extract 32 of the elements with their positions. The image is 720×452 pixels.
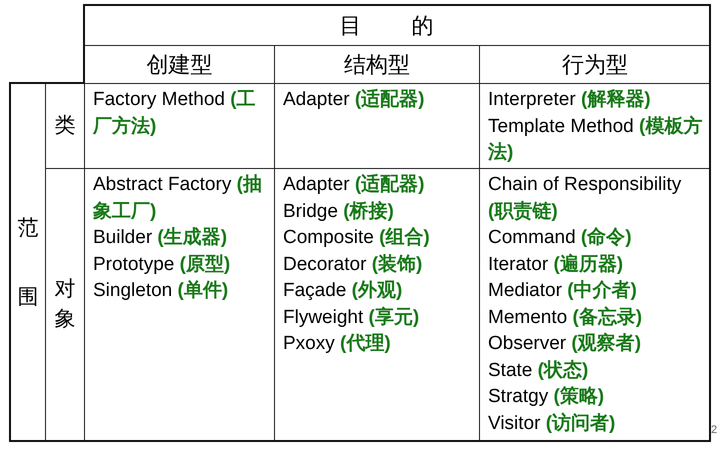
column-header: 目 的 <box>339 12 456 40</box>
pattern-name: Iterator (遍历器) <box>488 252 624 276</box>
pattern-name: State (状态) <box>488 358 588 382</box>
pattern-name: Builder (生成器) <box>93 226 228 250</box>
column-header: 创建型 <box>146 50 212 78</box>
pattern-name: Factory Method (工厂方法) <box>93 88 257 138</box>
pattern-name: Pxoxy (代理) <box>283 332 391 356</box>
pattern-name: Abstract Factory (抽象工厂) <box>93 173 263 224</box>
pattern-name: Template Method (模板方法) <box>488 114 704 165</box>
pattern-name: Adapter (适配器) <box>283 172 424 197</box>
column-header: 结构型 <box>344 50 410 78</box>
pattern-name: Memento (备忘录) <box>488 305 642 330</box>
pattern-name: Flyweight (享元) <box>283 306 420 330</box>
pattern-name: Singleton (单件) <box>93 279 228 303</box>
row-header: 对象 <box>54 276 76 333</box>
pattern-name: Stratgy (策略) <box>488 385 604 409</box>
pattern-name: Command (命令) <box>488 226 632 250</box>
pattern-name: Decorator (装饰) <box>283 252 422 276</box>
row-header: 范围 <box>18 215 38 310</box>
pattern-name: Composite (组合) <box>283 226 430 250</box>
pattern-name: Interpreter (解释器) <box>488 88 651 112</box>
pattern-name: Adapter (适配器) <box>283 88 424 112</box>
pattern-name: Chain of Responsibility (职责链) <box>488 173 682 224</box>
row-header: 类 <box>54 112 76 139</box>
pattern-name: Prototype (原型) <box>93 252 230 276</box>
column-header: 行为型 <box>562 50 628 78</box>
pattern-name: Observer (观察者) <box>488 332 642 356</box>
pattern-name: Façade (外观) <box>283 279 402 303</box>
pattern-name: Bridge (桥接) <box>283 200 394 224</box>
pattern-name: Visitor (访问者) <box>488 412 616 436</box>
pattern-name: Mediator (中介者) <box>488 279 637 303</box>
page-number: 2 <box>711 424 718 436</box>
